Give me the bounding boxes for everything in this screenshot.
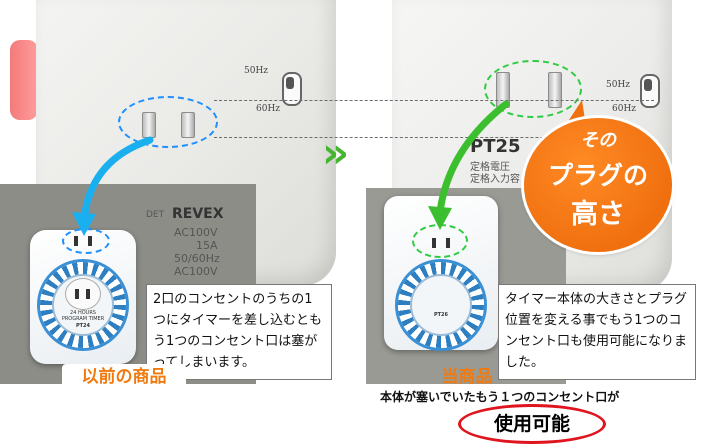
old-timer-text-1: 24 HOURS [70, 310, 96, 316]
old-brand-prefix: DET [146, 210, 165, 220]
bubble-line-2: プラグの [547, 161, 648, 190]
new-frequency-switch [640, 74, 660, 108]
old-hz-label-top: 50Hz [244, 66, 269, 76]
old-timer-socket [65, 278, 101, 310]
new-spec-line-2: 定格入力容 [470, 174, 520, 185]
new-model-print: PT25 [470, 136, 521, 157]
height-guide-line-top [214, 100, 654, 101]
old-timer-text-2: PROGRAM TIMER [61, 316, 105, 322]
old-hz-label-bottom: 60Hz [256, 104, 281, 114]
new-timer-dial: PT26 [398, 262, 484, 348]
new-connector-arrowhead [428, 206, 452, 230]
new-hz-label-bottom: 60Hz [612, 104, 637, 114]
old-timer-body: 24 HOURS PROGRAM TIMER PT24 [30, 230, 136, 364]
old-connector-arrowhead [72, 212, 96, 236]
old-frequency-switch [282, 72, 302, 106]
old-spec-current: 15A [196, 239, 218, 252]
bubble-line-1: その [580, 130, 616, 151]
plug-height-callout-bubble: その プラグの 高さ [524, 118, 672, 252]
old-socket-slot [75, 289, 79, 299]
old-timer-model: PT24 [75, 323, 91, 329]
old-socket-slot [86, 289, 90, 299]
new-hz-label-top: 50Hz [606, 80, 631, 90]
old-brand-print: REVEX [172, 206, 224, 222]
new-product-label: 当商品 [441, 367, 493, 387]
old-dial-center: 24 HOURS PROGRAM TIMER PT24 [52, 274, 114, 336]
old-connector-arrow [80, 136, 154, 224]
new-plug-highlight-ellipse [484, 60, 582, 118]
old-spec-freq: 50/60Hz [174, 252, 220, 265]
old-spec-voltage: AC100V [174, 226, 218, 239]
old-device-red-edge [10, 40, 38, 120]
new-timer-body: PT26 [384, 196, 498, 350]
new-spec-line-1: 定格電圧 [470, 162, 510, 173]
old-spec-voltage-2: AC100V [174, 265, 218, 278]
old-timer-dial: 24 HOURS PROGRAM TIMER PT24 [40, 262, 126, 348]
bubble-line-3: 高さ [571, 199, 625, 230]
bottom-caption: 本体が塞いでいたもう１つのコンセント口が [380, 390, 620, 404]
old-plug-highlight-ellipse [118, 96, 218, 148]
new-dial-center: PT26 [410, 274, 472, 336]
new-connector-arrow [436, 100, 510, 216]
old-product-label: 以前の商品 [62, 364, 186, 390]
height-guide-line-bottom [214, 137, 654, 138]
new-timer-model: PT26 [433, 312, 449, 318]
usable-highlight-oval: 使用可能 [458, 404, 606, 444]
new-product-note: タイマー本体の大きさとプラグ位置を変える事でもう1つのコンセント口も使用可能にな… [498, 284, 696, 380]
